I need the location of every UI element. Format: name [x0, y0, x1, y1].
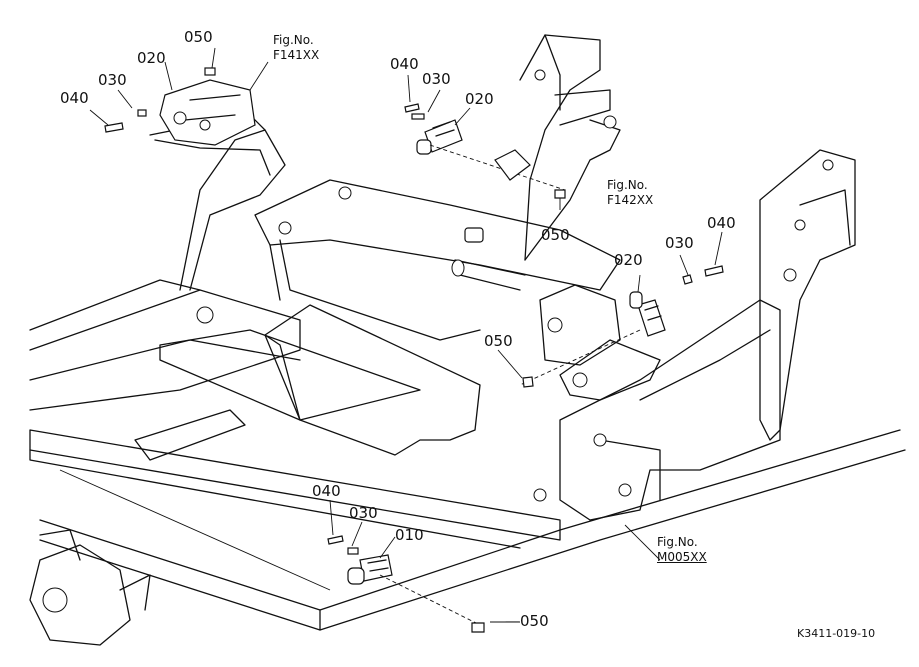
callout-050-top-left: 050 [184, 28, 213, 46]
main-frame-rail-bottom [39, 429, 901, 611]
callout-020-top-center: 020 [465, 90, 494, 108]
drawing-reference-number: K3411-019-10 [797, 627, 876, 640]
upper-cross-member [254, 179, 621, 291]
center-pipe [454, 259, 526, 291]
upper-right-member [519, 34, 601, 261]
callout-010-bottom: 010 [395, 526, 424, 544]
callout-040-right: 040 [707, 214, 736, 232]
left-upper-bracket [179, 129, 286, 291]
figure-ref-m005-line1: Fig.No. [657, 535, 698, 549]
callout-030-top-left: 030 [98, 71, 127, 89]
figure-ref-f141-line1: Fig.No. [273, 33, 314, 47]
switch-bottom [347, 554, 393, 585]
figure-ref-f142: Fig.No. F142XX [607, 178, 653, 208]
callout-050-top-center: 050 [541, 226, 570, 244]
center-cover [264, 304, 481, 456]
callout-030-bottom: 030 [349, 504, 378, 522]
center-pin [464, 227, 484, 243]
callout-050-right: 050 [484, 332, 513, 350]
figure-ref-m005-line2: M005XX [657, 550, 707, 564]
callout-020-top-left: 020 [137, 49, 166, 67]
figure-ref-f141: Fig.No. F141XX [273, 33, 319, 63]
right-tall-post [759, 149, 856, 441]
callout-030-right: 030 [665, 234, 694, 252]
figure-ref-f142-line2: F142XX [607, 193, 654, 207]
callout-040-bottom: 040 [312, 482, 341, 500]
figure-ref-m005: Fig.No. M005XX [657, 535, 707, 565]
left-frame [29, 289, 301, 411]
transmission-housing [29, 544, 131, 646]
callout-030-top-center: 030 [422, 70, 451, 88]
switch-right [629, 291, 666, 337]
callout-050-bottom: —050 [505, 612, 549, 630]
right-center-bracket [539, 284, 621, 366]
figure-ref-f141-line2: F141XX [273, 48, 320, 62]
floor-plate [159, 329, 421, 421]
switch-top-center [416, 119, 463, 155]
right-frame [559, 299, 781, 521]
main-frame-rail-front [29, 429, 561, 541]
figure-ref-f142-line1: Fig.No. [607, 178, 648, 192]
switch-assembly-top-left [154, 79, 271, 176]
callout-040-top-center: 040 [390, 55, 419, 73]
callout-040-top-left: 040 [60, 89, 89, 107]
callout-020-right: 020 [614, 251, 643, 269]
